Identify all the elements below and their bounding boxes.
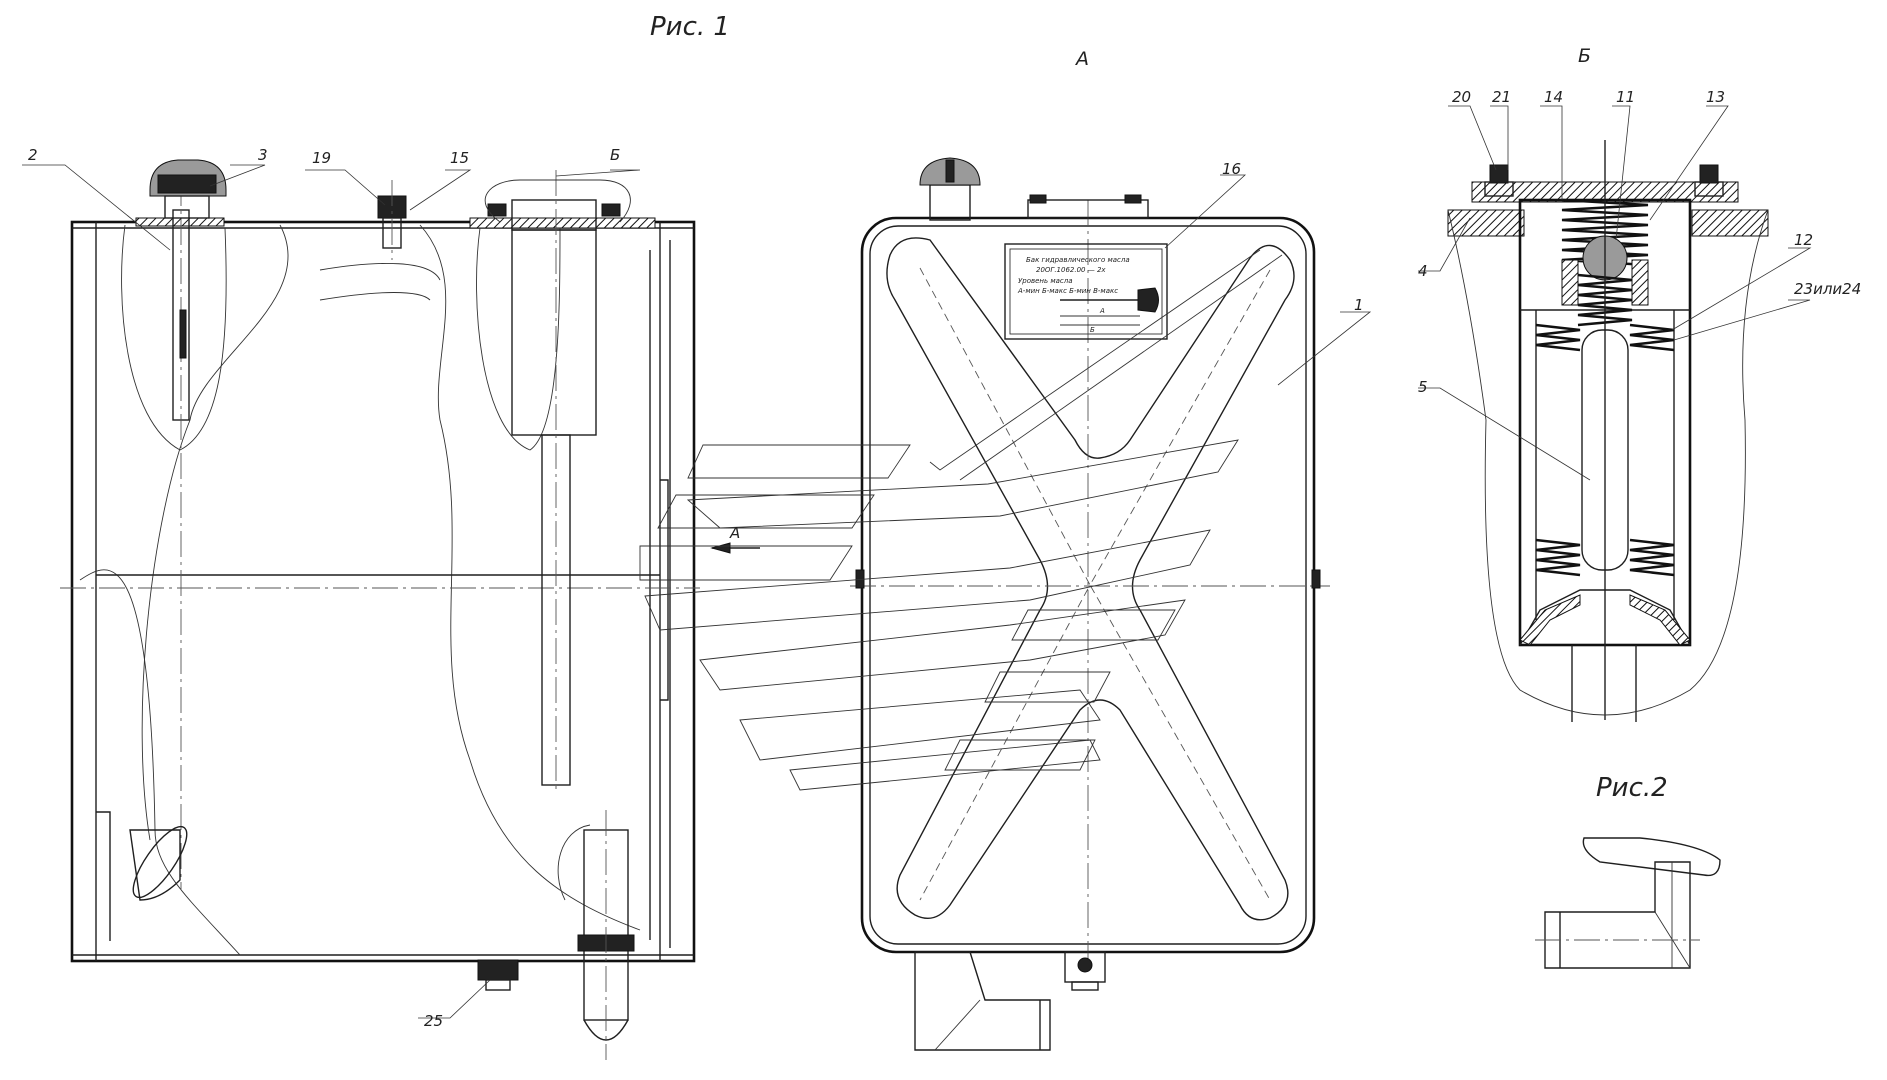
fig1-title: Рис. 1	[650, 12, 730, 42]
plate-mark-a: А	[1099, 307, 1105, 315]
tank-front-view	[850, 157, 1372, 1051]
fig2-title: Рис.2	[1596, 773, 1668, 803]
callout-13: 13	[1706, 88, 1725, 106]
callout-15: 15	[450, 149, 469, 167]
callout-25: 25	[424, 1012, 443, 1030]
callout-21: 21	[1492, 88, 1511, 106]
callout-b-side: Б	[610, 146, 620, 164]
callout-16: 16	[1222, 160, 1241, 178]
section-arrow-label: А	[729, 524, 740, 542]
filter-section-b	[1418, 105, 1812, 722]
plate-line-4: А-мин Б-макс Б-мин В-макс	[1017, 287, 1118, 295]
callout-19: 19	[312, 149, 331, 167]
callout-5: 5	[1418, 378, 1428, 396]
callout-11: 11	[1616, 88, 1635, 106]
callout-23-or-24: 23или24	[1794, 280, 1861, 298]
callout-12: 12	[1794, 231, 1813, 249]
view-b-title: Б	[1578, 45, 1591, 67]
callout-1: 1	[1354, 296, 1364, 314]
section-arrow-graphic	[639, 249, 1283, 791]
callout-20: 20	[1452, 88, 1471, 106]
plate-line-1: Бак гидравлического масла	[1026, 256, 1130, 264]
plate-line-3: Уровень масла	[1018, 277, 1073, 285]
callout-14: 14	[1544, 88, 1563, 106]
plate-line-2: 20ОГ.1062.00 — 2х	[1036, 266, 1106, 274]
tank-side-section	[60, 159, 760, 1060]
view-a-title: А	[1074, 48, 1089, 70]
fig2-elbow	[1535, 837, 1721, 969]
plate-mark-b: Б	[1090, 326, 1095, 334]
callout-2: 2	[28, 146, 38, 164]
callout-4: 4	[1418, 262, 1428, 280]
fig1-leaders	[22, 164, 641, 1019]
callout-3: 3	[258, 146, 268, 164]
